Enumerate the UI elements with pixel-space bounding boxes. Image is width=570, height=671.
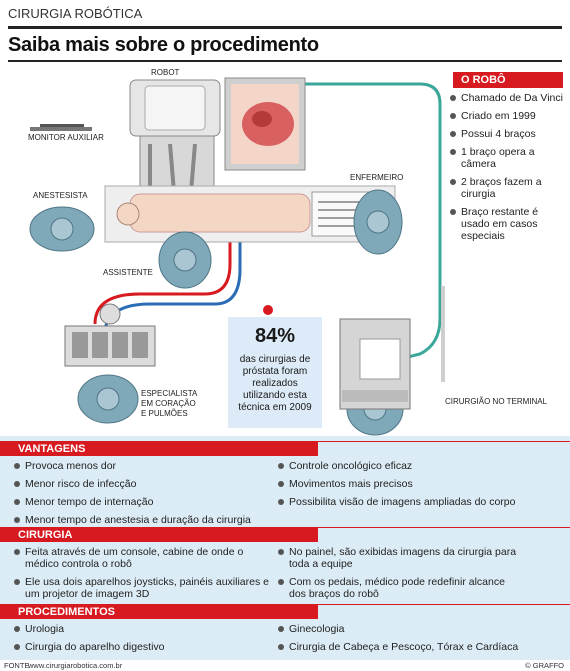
list-item: Cirurgia de Cabeça e Pescoço, Tórax e Ca… <box>278 641 563 653</box>
bullet-icon <box>278 481 284 487</box>
label-especialista: ESPECIALISTA EM CORAÇÃO E PULMÕES <box>141 389 198 418</box>
label-enfermeiro: ENFERMEIRO <box>350 173 404 182</box>
bullet-icon <box>14 481 20 487</box>
surgeon-console <box>339 318 411 410</box>
vantagens-right: Controle oncológico eficaz Movimentos ma… <box>278 460 563 514</box>
list-item: No painel, são exibidas imagens da cirur… <box>278 546 523 570</box>
procedimentos-left: Urologia Cirurgia do aparelho digestivo <box>14 623 274 659</box>
vantagens-heading: VANTAGENS <box>0 442 318 456</box>
bullet-icon <box>450 113 456 119</box>
operating-table <box>104 185 396 243</box>
bullet-icon <box>14 499 20 505</box>
list-item: Cirurgia do aparelho digestivo <box>14 641 274 653</box>
red-tube <box>93 214 232 325</box>
stat-callout: 84% das cirurgias de próstata foram real… <box>228 317 322 428</box>
bullet-icon <box>278 549 284 555</box>
bullet-icon <box>14 463 20 469</box>
list-item: Feita através de um console, cabine de o… <box>14 546 276 570</box>
procedimentos-right: Ginecologia Cirurgia de Cabeça e Pescoço… <box>278 623 563 659</box>
bullet-icon <box>278 626 284 632</box>
top-rule <box>8 26 562 29</box>
list-item: Urologia <box>14 623 274 635</box>
list-item: 1 braço opera a câmera <box>450 146 568 170</box>
list-item: Chamado de Da Vinci <box>450 92 568 104</box>
cirurgia-rule <box>0 527 570 528</box>
footer-source-label: FONTE <box>4 661 30 670</box>
robo-heading: O ROBÔ <box>453 72 563 88</box>
footer-source: www.cirurgiarobotica.com.br <box>28 661 123 670</box>
label-assistente: ASSISTENTE <box>103 268 153 277</box>
kicker: CIRURGIA ROBÓTICA <box>8 6 143 21</box>
list-item: Possibilita visão de imagens ampliadas d… <box>278 496 563 508</box>
bullet-icon <box>278 644 284 650</box>
list-item: Menor tempo de internação <box>14 496 274 508</box>
list-item: Ele usa dois aparelhos joysticks, painéi… <box>14 576 276 600</box>
list-item: Ginecologia <box>278 623 563 635</box>
label-monitor: MONITOR AUXILIAR <box>28 133 104 142</box>
console-hands-inset <box>441 286 445 382</box>
bullet-icon <box>278 463 284 469</box>
list-item: Criado em 1999 <box>450 110 568 122</box>
list-item: Movimentos mais precisos <box>278 478 563 490</box>
endoscope-view <box>224 77 306 171</box>
bullet-icon <box>14 644 20 650</box>
bullet-icon <box>450 209 456 215</box>
list-item: Menor tempo de anestesia e duração da ci… <box>14 514 274 526</box>
list-item: Braço restante é usado em casos especiai… <box>450 206 568 242</box>
list-item: Controle oncológico eficaz <box>278 460 563 472</box>
vantagens-rule <box>0 441 570 442</box>
bullet-icon <box>14 517 20 523</box>
cirurgia-left: Feita através de um console, cabine de o… <box>14 546 276 606</box>
bullet-icon <box>14 626 20 632</box>
label-cirurgiao: CIRURGIÃO NO TERMINAL <box>445 397 548 406</box>
list-item: 2 braços fazem a cirurgia <box>450 176 568 200</box>
operating-room-illustration <box>29 77 445 436</box>
list-item: Com os pedais, médico pode redefinir alc… <box>278 576 523 600</box>
auxiliary-monitor <box>30 124 92 131</box>
procedimentos-rule <box>0 604 570 605</box>
vantagens-left: Provoca menos dor Menor risco de infecçã… <box>14 460 274 532</box>
robot-unit <box>129 79 221 205</box>
list-item: Menor risco de infecção <box>14 478 274 490</box>
bullet-icon <box>14 579 20 585</box>
cirurgia-right: No painel, são exibidas imagens da cirur… <box>278 546 523 606</box>
bullet-icon <box>450 149 456 155</box>
label-robot: ROBOT <box>151 68 180 77</box>
bullet-icon <box>450 179 456 185</box>
footer-credit: © GRAFFO <box>525 661 564 670</box>
title-rule <box>8 60 562 62</box>
cirurgia-heading: CIRURGIA <box>0 528 318 542</box>
teal-cable <box>300 82 442 366</box>
footer: FONTE www.cirurgiarobotica.com.br © GRAF… <box>0 660 570 671</box>
stat-value: 84% <box>254 325 296 347</box>
page-title: Saiba mais sobre o procedimento <box>8 34 319 56</box>
bullet-icon <box>14 549 20 555</box>
procedimentos-heading: PROCEDIMENTOS <box>0 605 318 619</box>
info-panel <box>0 436 570 660</box>
list-item: Possui 4 braços <box>450 128 568 140</box>
heart-lung-machine <box>64 303 156 367</box>
pin-icon <box>263 305 273 315</box>
stat-text: das cirurgias de próstata foram realizad… <box>238 354 312 413</box>
list-item: Provoca menos dor <box>14 460 274 472</box>
bullet-icon <box>278 579 284 585</box>
bullet-icon <box>450 131 456 137</box>
label-anestesista: ANESTESISTA <box>33 191 88 200</box>
bullet-icon <box>450 95 456 101</box>
robo-list: Chamado de Da Vinci Criado em 1999 Possu… <box>450 92 568 248</box>
bullet-icon <box>278 499 284 505</box>
